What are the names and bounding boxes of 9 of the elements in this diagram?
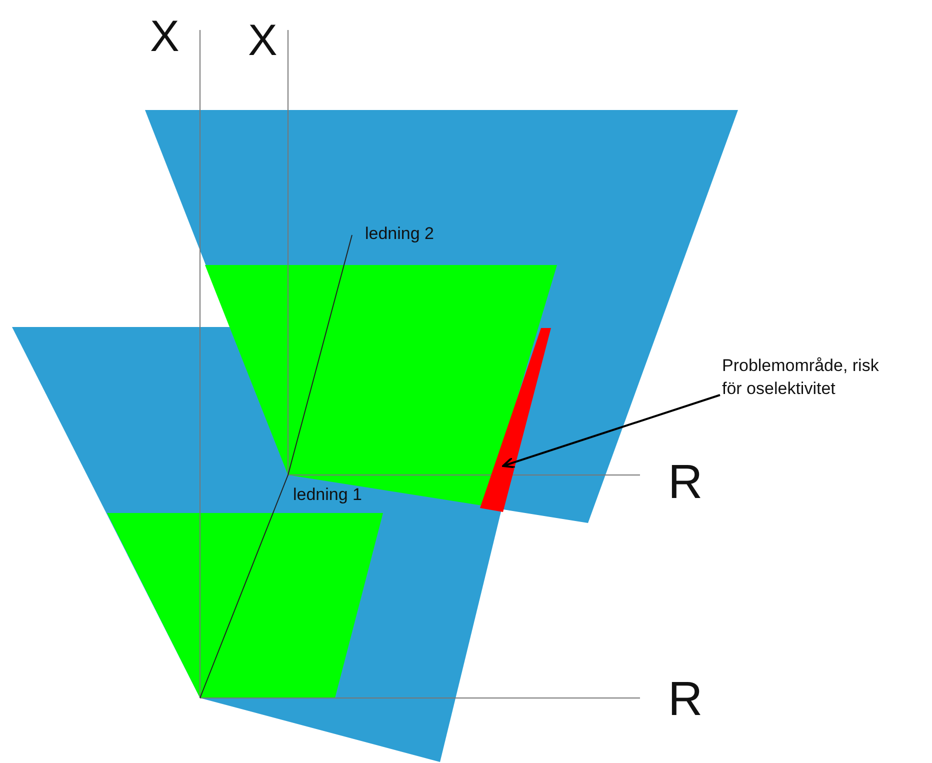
line-label: ledning 1 xyxy=(293,485,362,505)
problem-area xyxy=(480,328,551,512)
leader-arrow xyxy=(502,394,720,468)
axis-label: R xyxy=(668,455,703,510)
axis-label: R xyxy=(668,672,703,727)
axis-label: X xyxy=(150,12,180,62)
axis-label: X xyxy=(248,16,278,66)
callout-text: Problemområde, risk för oselektivitet xyxy=(722,354,894,400)
line-label: ledning 2 xyxy=(365,224,434,244)
